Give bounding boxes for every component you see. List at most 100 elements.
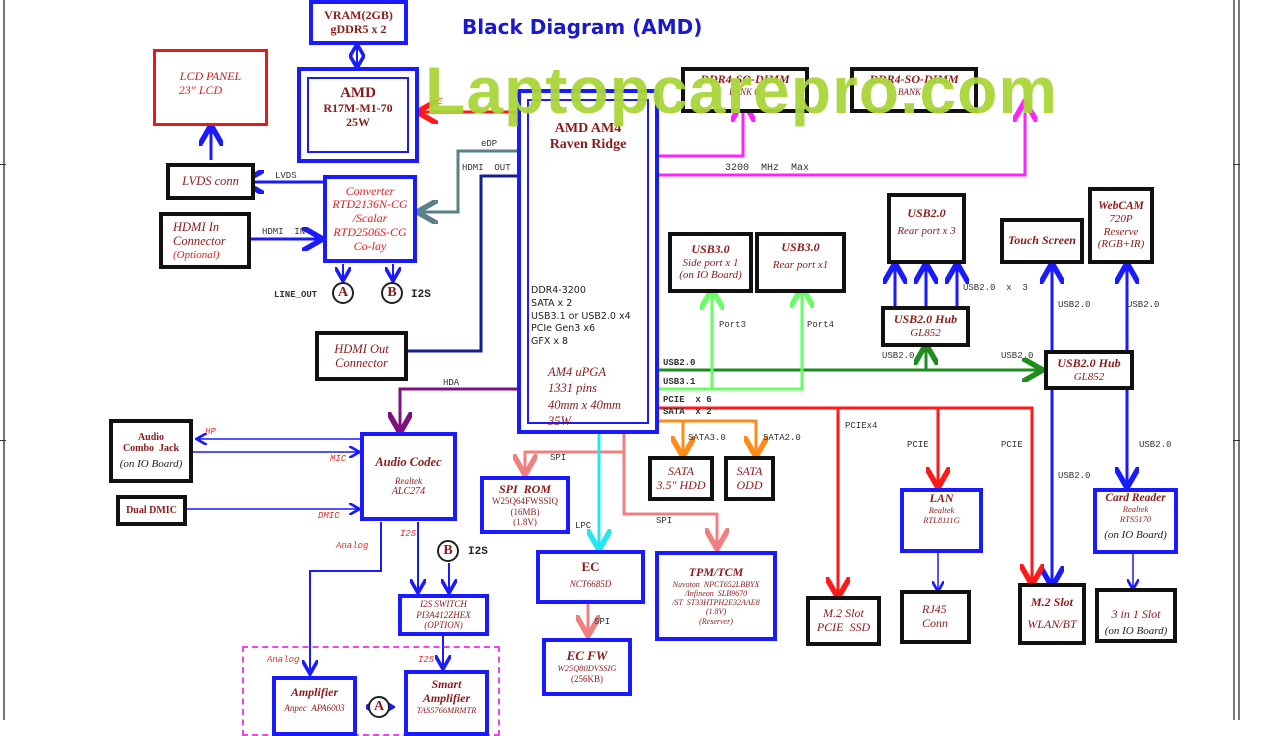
webcam-line3: Reserve bbox=[1103, 225, 1139, 238]
signal-usb31-cpu: USB3.1 bbox=[663, 377, 696, 387]
usb-hub-2-block[interactable]: USB2.0 Hub GL852 bbox=[1044, 350, 1134, 390]
amplifier-line1: Amplifier bbox=[290, 685, 339, 699]
signal-ddr-speed: 3200 MHz Max bbox=[725, 163, 810, 174]
dimm-b-line1: DDR4-SO-DIMM bbox=[869, 72, 959, 86]
ec-block[interactable]: EC NCT6685D bbox=[536, 550, 645, 604]
tpm-line6: (Reserver) bbox=[699, 616, 733, 626]
rj45-line1: RJ45 bbox=[922, 602, 947, 617]
usb2-rear-block[interactable]: USB2.0 Rear port x 3 bbox=[887, 193, 966, 264]
ec-line2: NCT6685D bbox=[569, 578, 612, 589]
connector-a-converter: A bbox=[332, 282, 354, 304]
m2-wlan-block[interactable]: M.2 Slot WLAN/BT bbox=[1018, 583, 1086, 645]
audio-jack-block[interactable]: Audio Combo Jack (on IO Board) bbox=[109, 419, 193, 483]
i2s-switch-block[interactable]: I2S SWITCH PI3A412ZHEX (OPTION) bbox=[398, 594, 489, 636]
usb3-rear-block[interactable]: USB3.0 Rear port x1 bbox=[755, 232, 846, 293]
cpu-spec: USB3.1 or USB2.0 x4 bbox=[531, 310, 631, 322]
spi-rom-block[interactable]: SPI ROM W25Q64FWSSIQ (16MB) (1.8V) bbox=[480, 476, 570, 534]
vram-line1: VRAM(2GB) bbox=[324, 7, 393, 22]
hdmi-out-block[interactable]: HDMI Out Connector bbox=[315, 331, 408, 381]
hdmi-in-block[interactable]: HDMI In Connector (Optional) bbox=[159, 212, 251, 269]
dimm-b-line2: BANK 0, bbox=[897, 86, 930, 97]
signal-edp: eDP bbox=[481, 139, 498, 149]
rj45-block[interactable]: RJ45 Conn bbox=[900, 590, 971, 644]
m2-ssd-block[interactable]: M.2 Slot PCIE SSD bbox=[806, 596, 881, 646]
dimm-b-block[interactable]: DDR4-SO-DIMM BANK 0, bbox=[850, 67, 978, 113]
usb3-side-line3: (on IO Board) bbox=[679, 269, 742, 282]
signal-hdmi-out: HDMI OUT bbox=[462, 163, 511, 173]
audio-codec-block[interactable]: Audio Codec Realtek ALC274 bbox=[360, 432, 457, 521]
ec-fw-block[interactable]: EC FW W25Q80DVSSIG (256KB) bbox=[542, 638, 632, 696]
lan-line1: LAN bbox=[929, 491, 954, 505]
dimm-a-block[interactable]: DDR4-SO-DIMM BANK 0, bbox=[681, 67, 809, 113]
card-reader-line1: Card Reader bbox=[1105, 492, 1166, 504]
hdmi-in-line1: HDMI In bbox=[173, 219, 220, 234]
signal-mic: MIC bbox=[330, 454, 347, 464]
signal-analog-amp: Analog bbox=[267, 655, 300, 665]
sata-hdd-block[interactable]: SATA 3.5" HDD bbox=[648, 456, 714, 501]
cpu-line1: AMD AM4 bbox=[554, 121, 622, 136]
card-reader-block[interactable]: Card Reader Realtek RTS5170 (on IO Board… bbox=[1093, 488, 1178, 554]
signal-i2s-codec: I2S bbox=[400, 529, 417, 539]
dual-dmic-label: Dual DMIC bbox=[126, 504, 177, 516]
gpu-block[interactable]: AMD R17M-M1-70 25W bbox=[297, 67, 419, 163]
i2s-switch-line2: PI3A412ZHEX bbox=[416, 609, 471, 620]
usb3-rear-line2: Rear port x1 bbox=[772, 258, 829, 271]
touch-screen-block[interactable]: Touch Screen bbox=[1000, 218, 1084, 264]
frame-tick bbox=[1233, 164, 1240, 165]
ddr-dimm-b-line bbox=[658, 104, 1025, 177]
hdmi-out-line2: Connector bbox=[335, 356, 388, 370]
sata-hdd-line1: SATA bbox=[668, 463, 694, 478]
m2-ssd-line1: M.2 Slot bbox=[823, 606, 864, 621]
touch-screen-label: Touch Screen bbox=[1008, 233, 1076, 248]
amplifier-block[interactable]: Amplifier Anpec APA6003 bbox=[272, 676, 357, 736]
audio-codec-line3: ALC274 bbox=[391, 486, 426, 498]
usb-hub-1-block[interactable]: USB2.0 Hub GL852 bbox=[881, 306, 970, 347]
lan-line2: Realtek bbox=[928, 504, 955, 515]
vram-block[interactable]: VRAM(2GB) gDDR5 x 2 bbox=[309, 0, 408, 45]
usb3-bus-line bbox=[658, 290, 802, 391]
cpu-package-line: 1331 pins bbox=[548, 381, 597, 396]
usb3-side-block[interactable]: USB3.0 Side port x 1 (on IO Board) bbox=[668, 232, 753, 293]
sata-odd-block[interactable]: SATA ODD bbox=[724, 456, 775, 501]
cpu-package-line: AM4 uPGA bbox=[548, 365, 606, 379]
spi-rom-line3: (16MB) bbox=[510, 506, 540, 517]
spi-rom-line1: SPI ROM bbox=[498, 481, 551, 496]
lcd-panel-block[interactable]: LCD PANEL 23" LCD bbox=[153, 49, 268, 126]
usb-hub-1-line2: GL852 bbox=[910, 327, 941, 340]
audio-codec-line1: Audio Codec bbox=[375, 455, 442, 470]
cpu-specs: DDR4-3200 SATA x 2 USB3.1 or USB2.0 x4 P… bbox=[531, 285, 631, 349]
lvds-conn-block[interactable]: LVDS conn bbox=[166, 163, 255, 200]
webcam-block[interactable]: WebCAM 720P Reserve (RGB+IR) bbox=[1088, 187, 1154, 264]
signal-pcie-wlan: PCIE bbox=[1001, 440, 1023, 450]
frame-left-border bbox=[3, 0, 5, 720]
rj45-line2: Conn bbox=[922, 616, 949, 630]
webcam-line1: WebCAM bbox=[1098, 199, 1144, 212]
i2s-switch-line1: I2S SWITCH bbox=[420, 599, 467, 610]
frame-tick bbox=[0, 440, 6, 441]
frame-tick bbox=[0, 164, 6, 165]
signal-edp-gpu: E bbox=[437, 97, 443, 107]
usb2-rear-line2: Rear port x 3 bbox=[897, 224, 956, 237]
audio-jack-line2: Combo Jack bbox=[122, 443, 180, 455]
converter-block[interactable]: Converter RTD2136N-CG /Scalar RTD2506S-C… bbox=[323, 175, 417, 263]
smart-amplifier-block[interactable]: Smart Amplifier TAS5766MRMTR bbox=[404, 670, 489, 736]
tpm-line2: Nuvoton NPCT652LBBYX bbox=[672, 579, 760, 589]
slot-3in1-block[interactable]: 3 in 1 Slot (on IO Board) bbox=[1095, 588, 1177, 643]
lan-block[interactable]: LAN Realtek RTL8111G bbox=[900, 488, 983, 553]
dimm-a-line1: DDR4-SO-DIMM bbox=[700, 72, 790, 86]
signal-line-out: LINE_OUT bbox=[274, 290, 318, 300]
tpm-block[interactable]: TPM/TCM Nuvoton NPCT652LBBYX /Infineon S… bbox=[655, 551, 777, 641]
converter-line4: RTD2506S-CG bbox=[333, 224, 407, 239]
webcam-line2: 720P bbox=[1109, 213, 1133, 226]
spi-rom-line4: (1.8V) bbox=[513, 517, 537, 528]
dual-dmic-block[interactable]: Dual DMIC bbox=[116, 495, 187, 526]
cpu-spec: GFX x 8 bbox=[531, 336, 569, 348]
connector-b-label: B bbox=[443, 543, 453, 558]
m2-ssd-line2: PCIE SSD bbox=[816, 620, 871, 634]
tpm-line3: /Infineon SLB9670 bbox=[684, 589, 748, 599]
connector-b-codec: B bbox=[437, 540, 459, 562]
signal-hdmi-in: HDMI IN bbox=[262, 227, 306, 237]
usb-hub-1-line1: USB2.0 Hub bbox=[893, 312, 958, 327]
converter-line3: /Scalar bbox=[352, 211, 388, 226]
cpu-block[interactable]: AMD AM4 Raven Ridge bbox=[517, 89, 659, 434]
